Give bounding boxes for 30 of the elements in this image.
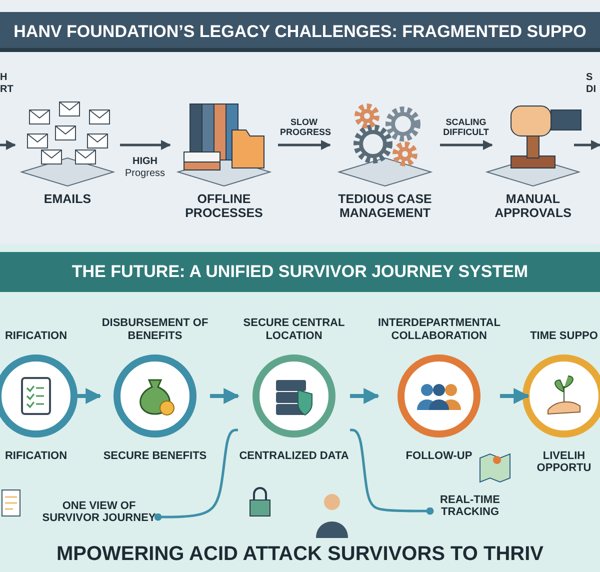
stage-title: SECURE CENTRAL LOCATION [242,316,346,342]
stage-title: INTERDEPARTMENTAL COLLABORATION [378,316,500,342]
step-label: TEDIOUS CASE MANAGEMENT [337,192,433,220]
arrow [278,140,331,150]
stage-title: TIME SUPPO [530,328,598,342]
arrow [500,388,530,404]
arrow [210,388,240,404]
arrow [350,388,380,404]
step-label: MANUAL APPROVALS [494,192,572,220]
arrow [120,140,171,150]
stage-title: DISBURSEMENT OF BENEFITS [100,316,210,342]
footer-heading: MPOWERING ACID ATTACK SURVIVORS TO THRIV [55,543,545,566]
step-label: OFFLINE PROCESSES [184,192,264,220]
stage-result: LIVELIH OPPORTU [536,450,592,475]
stage-result: FOLLOW-UP [406,450,472,462]
arrow [574,140,600,150]
step-label: EMAILS [44,192,92,206]
arrow [0,140,16,150]
title-banner: HANV FOUNDATION’S LEGACY CHALLENGES: FRAGMENTED SUPPO [0,12,600,52]
note-text: REAL-TIME TRACKING [439,494,501,519]
stage-result: SECURE BENEFITS [103,450,207,462]
arrow [440,140,493,150]
partial-label: H RT [0,72,14,95]
stage-result: RIFICATION [4,450,68,462]
note-text: ONE VIEW OF SURVIVOR JOURNEY [41,500,157,525]
stage-result: CENTRALIZED DATA [239,450,349,462]
edge-label: SCALING DIFFICULT [442,117,490,138]
stage-title: RIFICATION [4,328,68,342]
section-banner: THE FUTURE: A UNIFIED SURVIVOR JOURNEY SYSTEM [0,252,600,292]
partial-label: S DI [586,72,597,95]
